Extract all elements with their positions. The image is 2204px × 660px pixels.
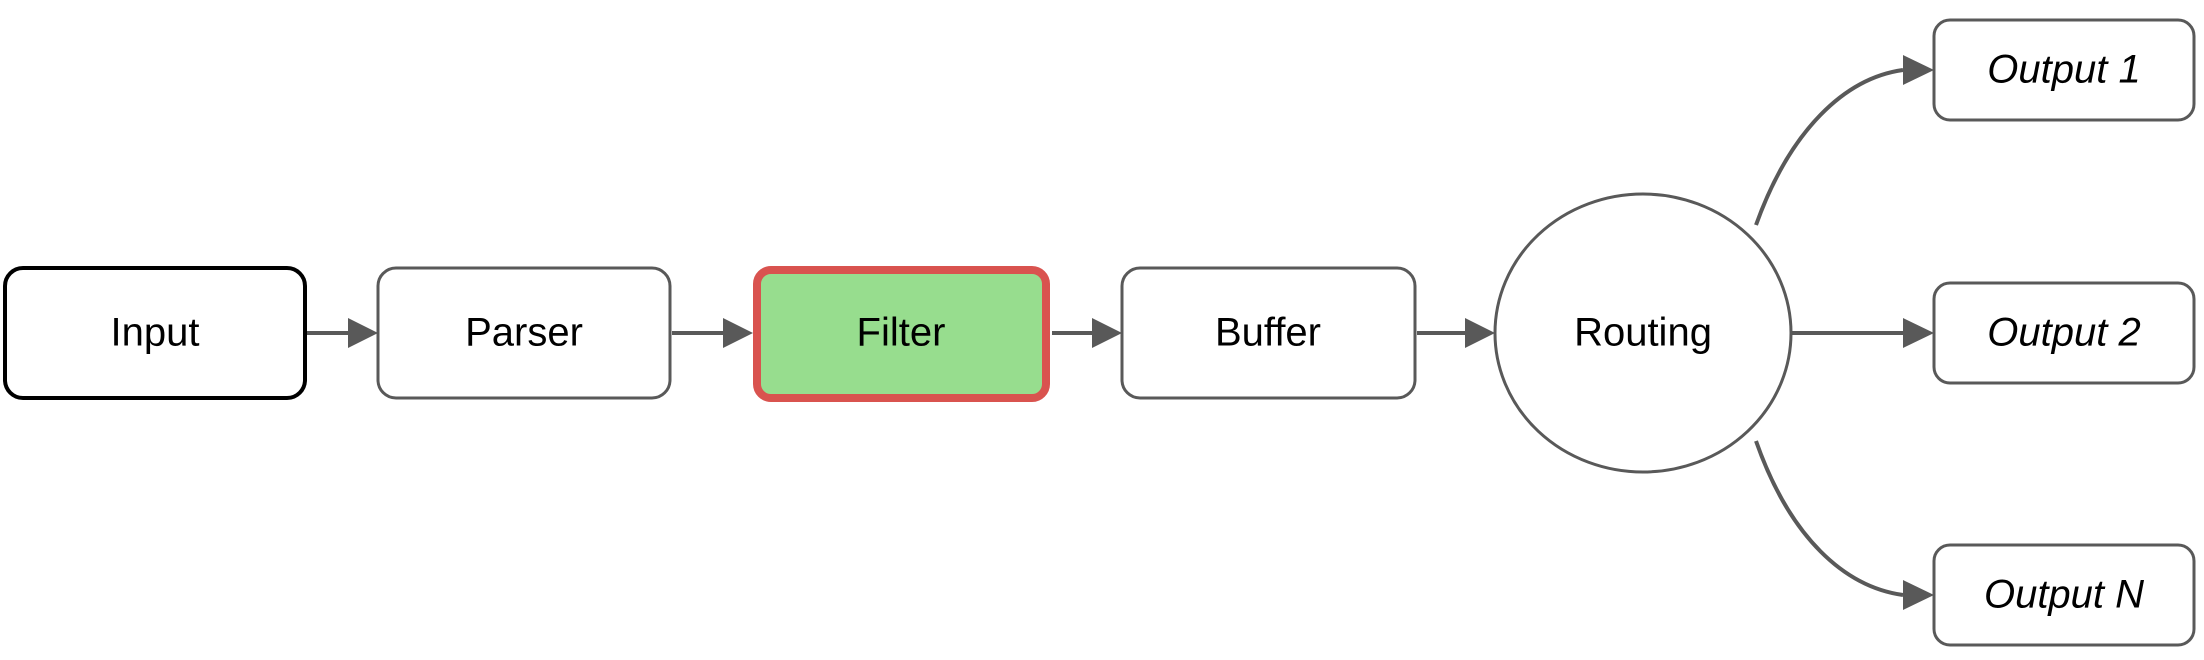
arrow-head-icon — [1903, 318, 1934, 348]
arrow-head-icon — [348, 318, 378, 348]
node-output-n[interactable]: Output N — [1932, 543, 2196, 647]
node-parser[interactable]: Parser — [376, 266, 672, 400]
node-input[interactable]: Input — [3, 266, 307, 400]
edge-curve — [1754, 440, 1904, 597]
node-buffer-shape — [1120, 266, 1417, 400]
edge-buffer-to-routing[interactable] — [1417, 318, 1495, 348]
node-buffer[interactable]: Buffer — [1120, 266, 1417, 400]
arrow-head-icon — [1465, 318, 1495, 348]
node-output1-shape — [1932, 18, 2196, 122]
node-filter[interactable]: Filter — [753, 266, 1050, 402]
node-input-label: Input — [111, 311, 200, 355]
node-filter-label: Filter — [857, 311, 946, 355]
node-buffer-label: Buffer — [1215, 311, 1321, 355]
node-routing[interactable]: Routing — [1493, 192, 1793, 474]
node-output2-label: Output 2 — [1987, 311, 2140, 355]
node-filter-shape — [753, 266, 1050, 402]
edge-routing-to-outputN[interactable] — [1754, 440, 1934, 610]
arrow-head-icon — [723, 318, 753, 348]
node-input-shape — [3, 266, 307, 400]
edge-routing-to-output2[interactable] — [1791, 318, 1934, 348]
edge-curve — [1754, 68, 1904, 226]
node-routing-shape — [1493, 192, 1793, 474]
edge-input-to-parser[interactable] — [307, 318, 378, 348]
node-output1-label: Output 1 — [1987, 48, 2140, 92]
arrow-head-icon — [1903, 55, 1934, 85]
edge-layer — [307, 55, 1934, 610]
arrow-head-icon — [1903, 580, 1934, 610]
node-routing-label: Routing — [1574, 311, 1712, 355]
node-output2[interactable]: Output 2 — [1932, 281, 2196, 385]
arrow-head-icon — [1092, 318, 1122, 348]
node-output-n-shape — [1932, 543, 2196, 647]
node-parser-shape — [376, 266, 672, 400]
node-parser-label: Parser — [465, 311, 583, 355]
edge-parser-to-filter[interactable] — [672, 318, 753, 348]
node-output2-shape — [1932, 281, 2196, 385]
node-layer: Input Parser Filter Buffer Routing Outpu — [3, 18, 2196, 647]
edge-filter-to-buffer[interactable] — [1052, 318, 1122, 348]
node-output1[interactable]: Output 1 — [1932, 18, 2196, 122]
node-output-n-label: Output N — [1984, 573, 2144, 617]
edge-routing-to-output1[interactable] — [1754, 55, 1934, 226]
